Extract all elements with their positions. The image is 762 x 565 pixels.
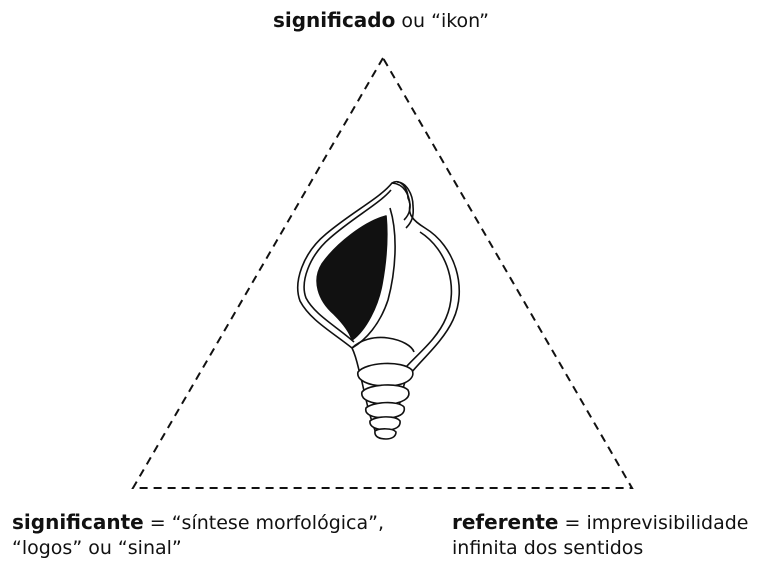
signified-desc: ou “ikon”	[395, 10, 490, 32]
dashed-triangle	[131, 56, 634, 489]
referent-desc-line2: infinita dos sentidos	[452, 537, 644, 559]
referent-label: referente = imprevisibilidade infinita d…	[452, 510, 748, 561]
signifier-label: significante = “síntese morfológica”, “l…	[12, 510, 384, 561]
seashell-icon	[297, 180, 461, 440]
signifier-desc: = “síntese morfológica”,	[143, 512, 385, 534]
signifier-term: significante	[12, 510, 144, 534]
referent-desc: = imprevisibilidade	[558, 512, 749, 534]
signified-label: significado ou “ikon”	[0, 8, 762, 34]
signifier-desc-line2: “logos” ou “sinal”	[12, 537, 182, 559]
referent-term: referente	[452, 510, 559, 534]
signified-term: significado	[272, 8, 396, 32]
